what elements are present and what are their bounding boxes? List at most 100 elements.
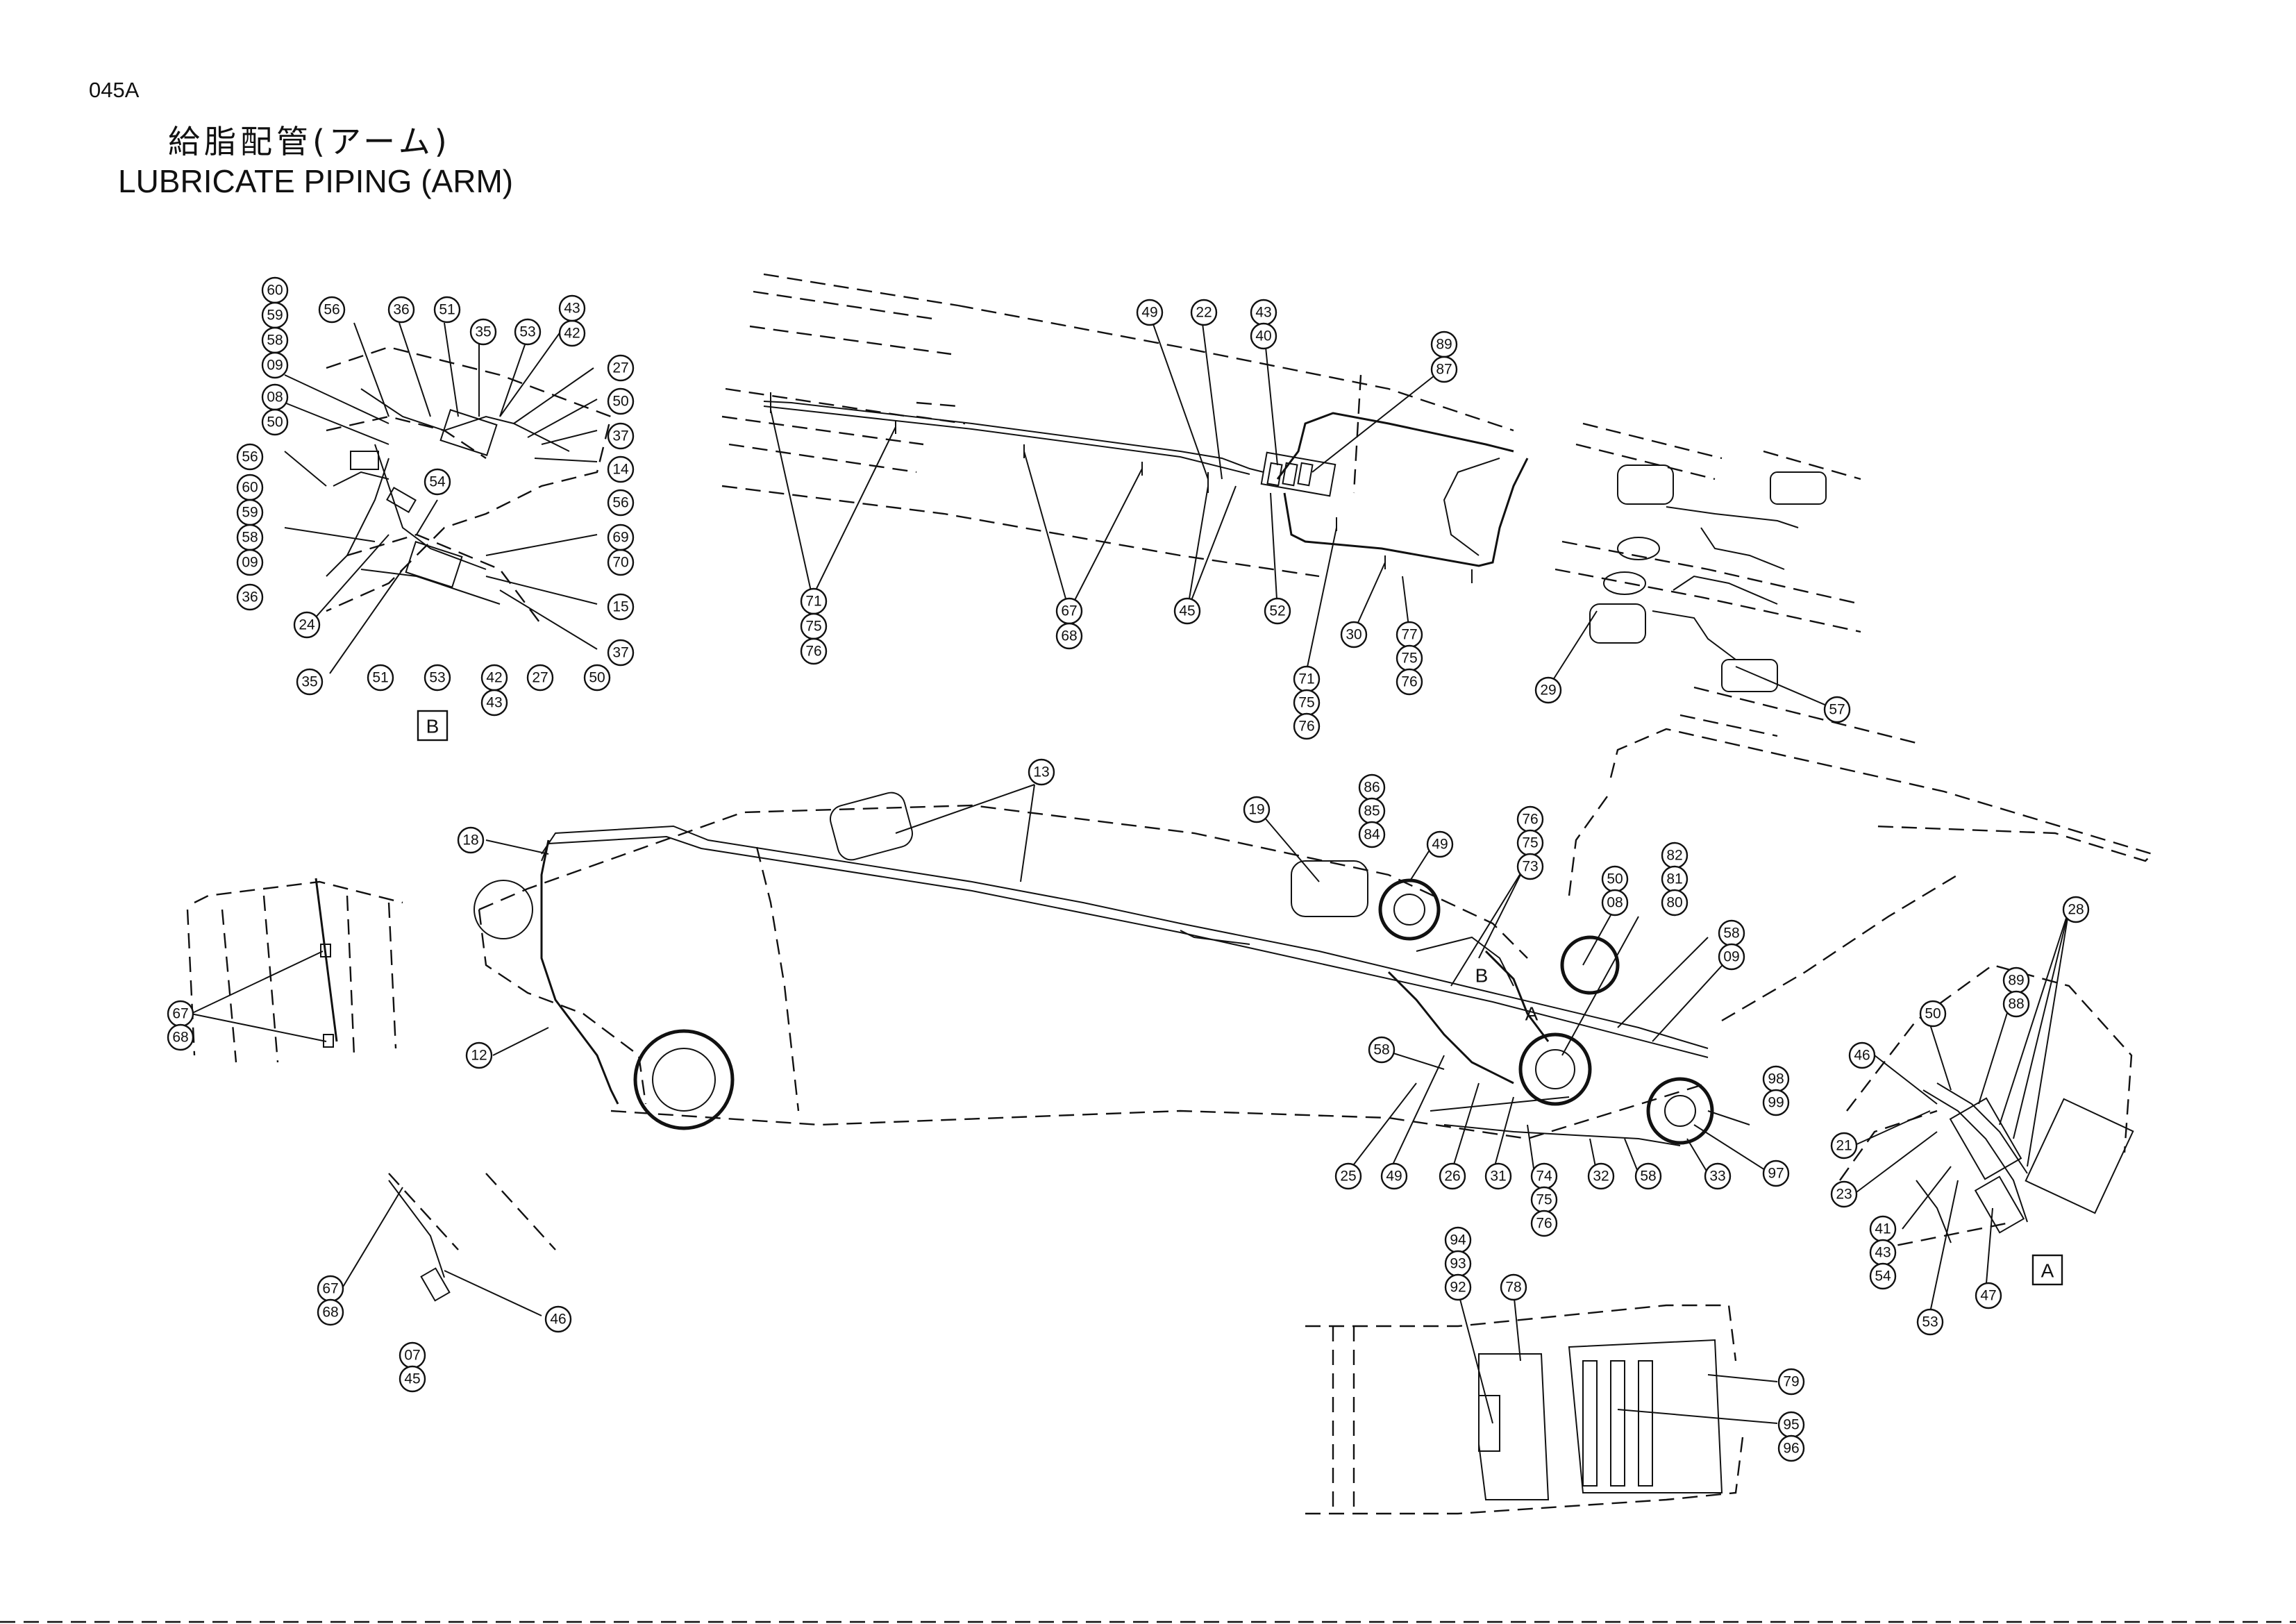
svg-text:B: B <box>1475 965 1489 987</box>
callout-balloon: 73 <box>1516 853 1544 880</box>
svg-text:53: 53 <box>1922 1314 1938 1330</box>
callout-balloon: 35 <box>469 318 497 346</box>
callout-balloon: 54 <box>424 468 451 496</box>
svg-text:95: 95 <box>1783 1417 1799 1433</box>
svg-text:59: 59 <box>267 308 283 324</box>
svg-text:58: 58 <box>1373 1042 1389 1058</box>
svg-text:27: 27 <box>612 360 628 376</box>
svg-text:84: 84 <box>1364 827 1380 843</box>
callout-balloon: 50 <box>583 664 611 692</box>
callout-balloon: 58 <box>1718 919 1745 947</box>
callout-balloon: 68 <box>1055 622 1083 650</box>
callout-balloon: 27 <box>526 664 554 692</box>
svg-text:41: 41 <box>1875 1221 1891 1237</box>
svg-text:71: 71 <box>1298 671 1314 687</box>
detail-a-geometry <box>1839 964 2134 1251</box>
callout-balloon: 43 <box>1869 1239 1897 1266</box>
callout-balloon: 67 <box>167 1000 194 1028</box>
svg-text:97: 97 <box>1768 1166 1784 1182</box>
svg-text:30: 30 <box>1346 627 1361 643</box>
svg-text:89: 89 <box>1436 337 1452 353</box>
svg-text:09: 09 <box>242 555 258 571</box>
callout-balloon: 43 <box>1250 299 1277 326</box>
svg-text:45: 45 <box>404 1371 420 1387</box>
callout-balloon: 49 <box>1380 1162 1408 1190</box>
svg-text:87: 87 <box>1436 362 1452 378</box>
svg-text:56: 56 <box>242 449 258 465</box>
callout-balloon: 89 <box>2002 966 2030 994</box>
svg-text:43: 43 <box>1255 305 1271 321</box>
callout-balloon: 37 <box>607 422 635 450</box>
svg-text:37: 37 <box>612 645 628 661</box>
bottom-plate-detail-geometry <box>1305 1304 1744 1515</box>
callout-balloon: 74 <box>1530 1162 1558 1190</box>
svg-text:59: 59 <box>242 505 258 521</box>
callout-balloon: 43 <box>558 294 586 322</box>
svg-text:67: 67 <box>172 1006 188 1022</box>
svg-text:76: 76 <box>1522 812 1538 828</box>
svg-text:35: 35 <box>475 324 491 340</box>
svg-text:09: 09 <box>1723 949 1739 965</box>
callout-balloon: 87 <box>1430 355 1458 383</box>
svg-text:54: 54 <box>429 474 446 490</box>
callout-balloon: 49 <box>1136 299 1164 326</box>
callout-balloon: 60 <box>261 276 289 304</box>
view-marker-a-on-arm: A <box>1525 1003 1539 1025</box>
svg-text:14: 14 <box>612 462 629 478</box>
callout-balloon: 13 <box>1028 758 1055 786</box>
svg-text:80: 80 <box>1666 895 1682 911</box>
svg-text:53: 53 <box>429 670 445 686</box>
svg-text:50: 50 <box>1925 1006 1941 1022</box>
callout-balloon: 50 <box>607 387 635 415</box>
page-code: 045A <box>89 78 140 102</box>
right-boss-view-geometry <box>1555 422 1917 744</box>
callout-balloon: 95 <box>1777 1411 1805 1439</box>
svg-text:46: 46 <box>550 1312 566 1328</box>
svg-text:A: A <box>2041 1260 2054 1282</box>
svg-text:69: 69 <box>612 530 628 546</box>
svg-text:94: 94 <box>1450 1232 1466 1248</box>
left-detail-geometry <box>186 878 403 1063</box>
svg-text:71: 71 <box>805 594 821 610</box>
svg-text:58: 58 <box>267 333 283 349</box>
callout-balloon: 43 <box>480 689 508 717</box>
callout-balloon: 50 <box>261 408 289 436</box>
svg-text:56: 56 <box>324 302 340 318</box>
svg-text:86: 86 <box>1364 780 1380 796</box>
callout-balloon: 59 <box>236 499 264 526</box>
callout-balloon: 07 <box>399 1341 426 1369</box>
callout-balloon: 58 <box>236 524 264 551</box>
callout-balloon: 27 <box>607 354 635 382</box>
callout-balloon: 75 <box>1293 689 1321 717</box>
svg-text:75: 75 <box>1522 835 1538 851</box>
svg-text:42: 42 <box>486 670 502 686</box>
callout-balloon: 58 <box>1368 1036 1396 1064</box>
svg-text:67: 67 <box>322 1281 338 1297</box>
callout-balloon: 28 <box>2062 896 2090 923</box>
svg-text:26: 26 <box>1444 1169 1460 1184</box>
svg-text:76: 76 <box>1401 674 1417 690</box>
svg-text:76: 76 <box>1298 719 1314 735</box>
callout-balloon: 59 <box>261 301 289 329</box>
svg-text:81: 81 <box>1666 871 1682 887</box>
svg-text:22: 22 <box>1196 305 1212 321</box>
callout-balloon: 94 <box>1444 1226 1472 1254</box>
svg-text:92: 92 <box>1450 1280 1466 1296</box>
callout-balloon: 86 <box>1358 773 1386 801</box>
callout-balloon: 75 <box>800 612 828 640</box>
svg-text:68: 68 <box>322 1305 338 1321</box>
callout-balloon: 46 <box>1848 1041 1876 1069</box>
callout-balloon: 93 <box>1444 1250 1472 1278</box>
svg-text:45: 45 <box>1179 603 1195 619</box>
callout-balloon: 49 <box>1426 830 1454 858</box>
callout-balloon: 78 <box>1500 1273 1527 1301</box>
svg-text:58: 58 <box>242 530 258 546</box>
callout-balloon: 96 <box>1777 1434 1805 1462</box>
svg-text:88: 88 <box>2008 996 2024 1012</box>
svg-text:19: 19 <box>1248 802 1264 818</box>
view-label-a-detail: A <box>2031 1254 2063 1286</box>
upper-piping-view-geometry <box>721 273 1529 583</box>
view-label-b-detail: B <box>417 710 449 742</box>
callout-balloon: 89 <box>1430 330 1458 358</box>
callout-balloon: 12 <box>465 1041 493 1069</box>
